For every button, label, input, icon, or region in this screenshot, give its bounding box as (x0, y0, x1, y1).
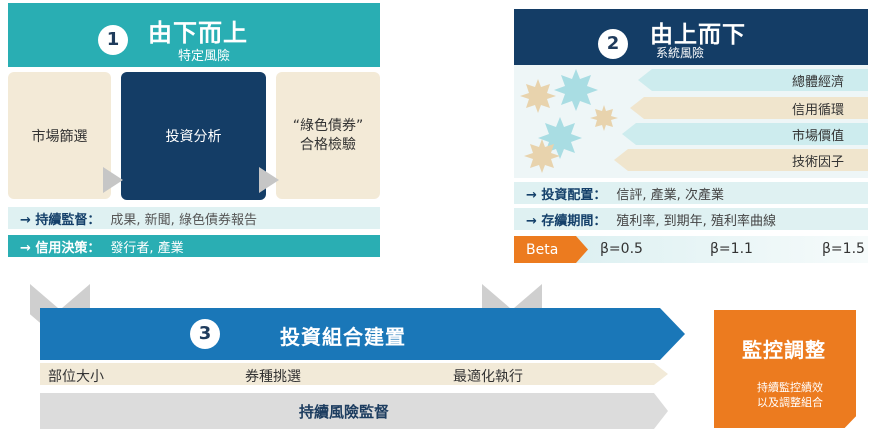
beta-high: β=1.5 (822, 241, 865, 257)
market-screening-box: 市場篩選 (8, 72, 111, 199)
continuous-monitoring-label: → 持續監督： (20, 212, 101, 228)
investment-analysis-label: 投資分析 (165, 129, 222, 145)
investment-analysis-box: 投資分析 (121, 72, 266, 200)
factor-label: 技術因子 (791, 154, 844, 170)
continuous-monitoring-strip: → 持續監督： 成果, 新聞, 綠色債券報告 (8, 207, 380, 229)
duration-value: 殖利率, 到期年, 殖利率曲線 (616, 213, 776, 229)
credit-decision-strip: → 信用決策： 發行者, 產業 (8, 235, 380, 257)
top-down-subtitle: 系統風險 (656, 46, 705, 60)
continuous-risk-monitoring-bar: 持續風險監督 (40, 393, 668, 429)
factor-macroeconomics: 總體經濟 (638, 69, 868, 91)
factor-credit-cycle: 信用循環 (630, 97, 868, 119)
portfolio-construction-banner: 3 投資組合建置 (40, 308, 685, 360)
gear-icon (520, 69, 618, 173)
continuous-risk-monitoring-label: 持續風險監督 (298, 402, 389, 421)
step-number-3: 3 (190, 319, 220, 349)
systemic-factors-area: 總體經濟 信用循環 市場價值 技術因子 (514, 65, 868, 178)
beta-label: Beta (514, 236, 588, 263)
step-number-2: 2 (598, 29, 628, 59)
credit-decision-label: → 信用決策： (20, 240, 101, 256)
monitor-subtitle-line: 以及調整組合 (757, 396, 823, 409)
duration-label: → 存續期間： (526, 213, 607, 229)
monitor-adjust-title: 監控調整 (742, 338, 826, 362)
flow-arrow-icon (259, 167, 279, 193)
top-down-title: 由上而下 (650, 22, 746, 48)
market-screening-label: 市場篩選 (31, 128, 88, 145)
beta-low: β=0.5 (600, 241, 643, 257)
credit-decision-value: 發行者, 產業 (110, 240, 184, 256)
top-down-header: 2 由上而下 系統風險 (514, 9, 868, 65)
bottom-up-subtitle: 特定風險 (178, 49, 231, 64)
portfolio-steps-row: 部位大小 券種挑選 最適化執行 (40, 363, 668, 385)
optimal-execution-label: 最適化執行 (453, 369, 523, 385)
bottom-up-title: 由下而上 (148, 19, 248, 47)
monitor-subtitle-line: 持續監控績效 (757, 381, 823, 394)
allocation-label: → 投資配置： (526, 187, 607, 203)
position-sizing-label: 部位大小 (48, 369, 104, 385)
continuous-monitoring-value: 成果, 新聞, 綠色債券報告 (110, 212, 257, 228)
green-bond-label: “綠色債券” (292, 117, 364, 134)
bottom-up-header: 1 由下而上 特定風險 (8, 3, 380, 67)
beta-mid: β=1.1 (710, 241, 753, 257)
factor-label: 市場價值 (791, 128, 844, 144)
beta-row: Beta β=0.5 β=1.1 β=1.5 (514, 236, 868, 263)
eligibility-check-label: 合格檢驗 (299, 136, 356, 153)
monitor-adjust-subtitle: 持續監控績效 以及調整組合 (740, 380, 840, 410)
factor-market-value: 市場價值 (622, 123, 868, 145)
monitor-adjust-box: 監控調整 持續監控績效 以及調整組合 (714, 310, 856, 428)
green-bond-check-box: “綠色債券” 合格檢驗 (276, 72, 380, 199)
factor-technical: 技術因子 (614, 149, 868, 171)
factor-label: 總體經濟 (791, 74, 844, 90)
step-number-1: 1 (98, 25, 128, 55)
factor-label: 信用循環 (791, 102, 844, 118)
allocation-value: 信評, 產業, 次產業 (616, 187, 724, 203)
portfolio-construction-title: 投資組合建置 (280, 325, 406, 349)
allocation-strip: → 投資配置： 信評, 產業, 次產業 (514, 182, 868, 204)
security-selection-label: 券種挑選 (245, 369, 301, 385)
flow-arrow-icon (103, 167, 123, 193)
duration-strip: → 存續期間： 殖利率, 到期年, 殖利率曲線 (514, 208, 868, 230)
